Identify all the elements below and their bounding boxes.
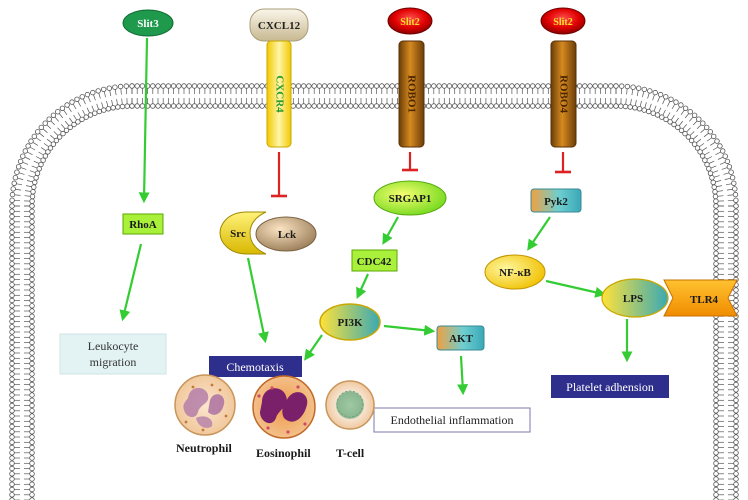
arrow-src-to-chemotaxis [246, 257, 269, 344]
robo4-receptor: ROBO4 [550, 40, 577, 148]
pyk2-node: Pyk2 [530, 188, 582, 213]
neutrophil-cell [174, 374, 236, 436]
leukocyte-label-line2: migration [90, 355, 137, 369]
slit2-left-ligand: Slit2 [387, 7, 433, 35]
leukocyte-migration-box: Leukocyte migration [59, 333, 167, 375]
slit3-label: Slit3 [137, 18, 159, 30]
srgap1-node: SRGAP1 [373, 180, 447, 216]
srgap1-label: SRGAP1 [389, 193, 432, 205]
cxcr4-label: CXCR4 [273, 75, 285, 113]
arrow-nfkb-to-lps [545, 279, 607, 298]
chemotaxis-label: Chemotaxis [226, 360, 284, 374]
nfkb-node: NF-κB [484, 254, 546, 290]
inhibit-robo4-to-pyk2 [555, 152, 571, 174]
akt-node: AKT [436, 325, 485, 351]
neutrophil-label: Neutrophil [176, 441, 232, 455]
rhoa-node: RhoA [122, 213, 164, 235]
platelet-adhension-box: Platelet adhension [551, 375, 669, 398]
slit2-right-ligand: Slit2 [540, 7, 586, 35]
slit2-right-label: Slit2 [553, 17, 572, 28]
endothelial-inflammation-box: Endothelial inflammation [373, 407, 531, 433]
arrow-pi3k-to-akt [383, 324, 436, 336]
tcell-cell [325, 380, 375, 430]
platelet-label: Platelet adhension [566, 380, 654, 394]
lps-label: LPS [623, 293, 643, 305]
leukocyte-label-line1: Leukocyte [88, 339, 139, 353]
robo1-receptor: ROBO1 [398, 40, 425, 148]
arrow-srgap1-to-cdc42 [382, 216, 399, 245]
src-lck-complex: Src Lck [219, 211, 317, 255]
eosinophil-cell [252, 375, 316, 439]
slit3-ligand: Slit3 [122, 9, 174, 37]
cxcr4-receptor: CXCR4 [266, 40, 292, 148]
endothelial-label: Endothelial inflammation [391, 413, 514, 427]
arrow-cdc42-to-pi3k [356, 273, 370, 300]
lps-node: LPS [601, 278, 669, 318]
cdc42-label: CDC42 [357, 256, 392, 268]
robo1-label: ROBO1 [405, 75, 417, 113]
pi3k-node: PI3K [319, 303, 381, 341]
tlr4-receptor: TLR4 [663, 279, 738, 317]
arrow-pyk2-to-nfkb [527, 216, 551, 251]
akt-label: AKT [449, 333, 474, 345]
cxcl12-label: CXCL12 [258, 20, 301, 32]
src-label: Src [230, 228, 246, 240]
chemotaxis-box: Chemotaxis [209, 356, 302, 377]
inhibit-robo1-to-srgap1 [402, 152, 418, 172]
cdc42-node: CDC42 [351, 249, 398, 272]
pi3k-label: PI3K [337, 317, 363, 329]
arrow-slit3-to-rhoa [138, 37, 150, 204]
eosinophil-label: Eosinophil [256, 446, 311, 460]
cxcl12-ligand: CXCL12 [249, 8, 309, 42]
nfkb-label: NF-κB [499, 267, 531, 279]
inhibit-cxcr4-to-src [271, 152, 287, 198]
tlr4-label: TLR4 [690, 294, 719, 306]
cell-membrane [9, 83, 739, 500]
rhoa-label: RhoA [129, 219, 157, 231]
arrow-pi3k-to-chemotaxis [304, 334, 323, 361]
slit2-left-label: Slit2 [400, 17, 419, 28]
pyk2-label: Pyk2 [544, 196, 568, 208]
lck-label: Lck [278, 229, 297, 241]
arrow-akt-to-endothelial [457, 355, 469, 396]
tcell-label: T-cell [336, 446, 365, 460]
robo4-label: ROBO4 [557, 75, 569, 113]
arrow-rhoa-to-leukocyte [119, 243, 143, 322]
